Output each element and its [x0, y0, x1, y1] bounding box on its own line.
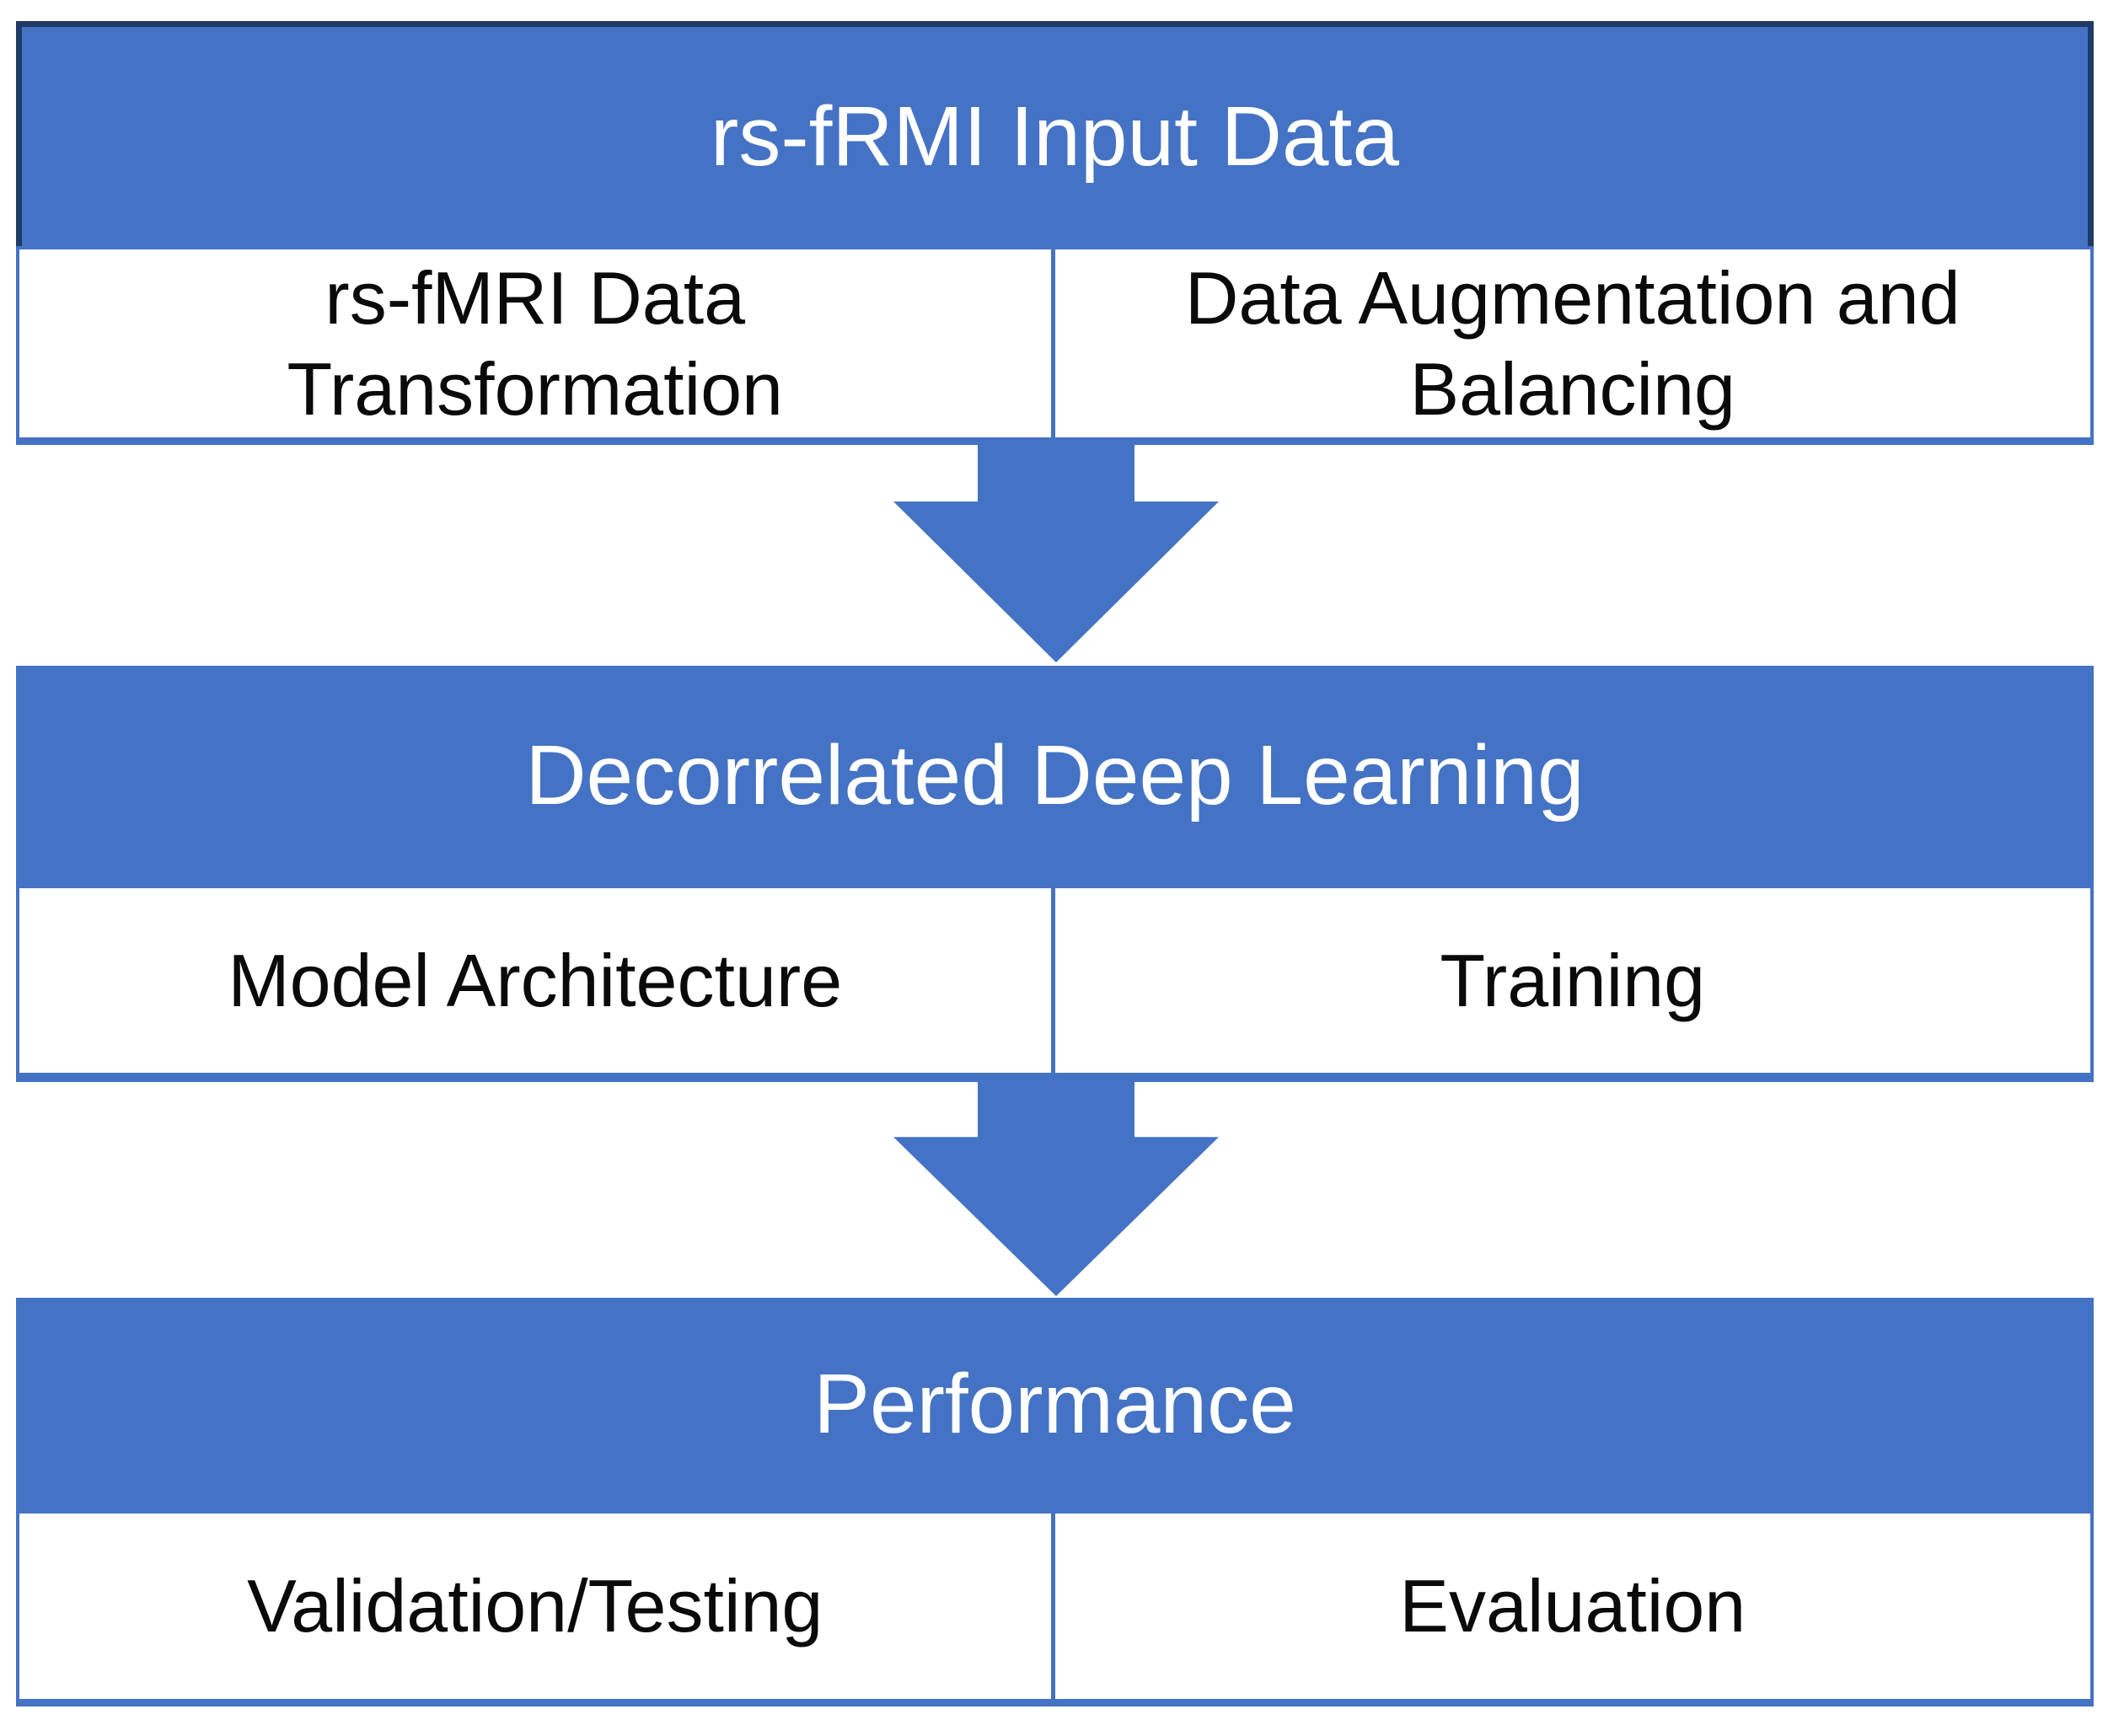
cell-validation-testing-label: Validation/Testing	[247, 1564, 823, 1648]
deep-learning-cells-row: Model Architecture Training	[16, 885, 2094, 1082]
down-arrow-icon	[893, 1078, 1219, 1296]
cell-data-augmentation-label: Data Augmentation and Balancing	[1184, 256, 1960, 431]
input-data-cells-row: rs-fMRI Data Transformation Data Augment…	[16, 246, 2094, 445]
cell-data-transformation-label: rs-fMRI Data Transformation	[287, 256, 784, 431]
performance-title: Performance	[813, 1356, 1296, 1451]
cell-data-transformation: rs-fMRI Data Transformation	[19, 249, 1055, 437]
cell-evaluation-label: Evaluation	[1399, 1564, 1746, 1648]
cell-validation-testing: Validation/Testing	[19, 1514, 1055, 1699]
performance-header: Performance	[16, 1298, 2094, 1510]
cell-training: Training	[1055, 888, 2091, 1073]
performance-cells-row: Validation/Testing Evaluation	[16, 1510, 2094, 1707]
cell-training-label: Training	[1440, 938, 1706, 1022]
deep-learning-header: Decorrelated Deep Learning	[16, 666, 2094, 885]
down-arrow-icon	[893, 442, 1219, 662]
cell-evaluation: Evaluation	[1055, 1514, 2091, 1699]
cell-model-architecture-label: Model Architecture	[228, 938, 843, 1022]
cell-data-augmentation: Data Augmentation and Balancing	[1055, 249, 2091, 437]
deep-learning-title: Decorrelated Deep Learning	[525, 727, 1585, 822]
input-data-title: rs-fRMI Input Data	[711, 88, 1399, 184]
input-data-header: rs-fRMI Input Data	[16, 21, 2094, 246]
cell-model-architecture: Model Architecture	[19, 888, 1055, 1073]
